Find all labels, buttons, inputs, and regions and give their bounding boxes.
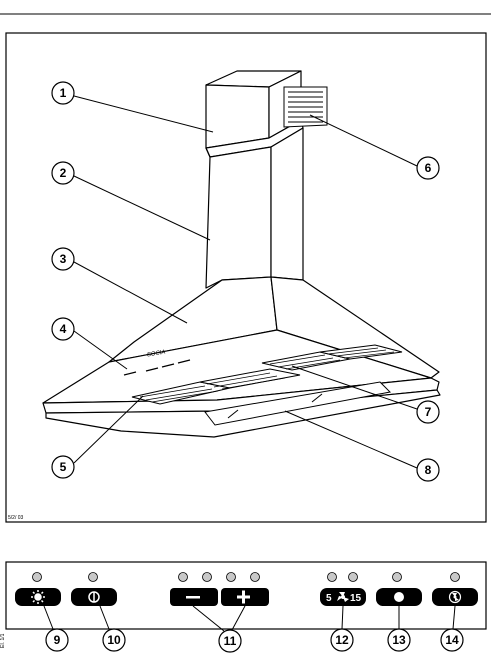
callout-4: 4 [52,318,74,340]
svg-text:5: 5 [326,593,332,604]
off-button[interactable] [71,588,117,606]
callout-2: 2 [52,162,74,184]
side-code: EI. 1/1 [0,633,6,648]
callout-14: 14 [441,629,463,651]
callout-6: 6 [417,157,439,179]
callout-12: 12 [331,629,353,651]
callout-13: 13 [388,629,410,651]
svg-text:13: 13 [392,633,406,647]
intensive-button[interactable] [432,588,478,606]
callout-9: 9 [46,629,68,651]
svg-text:5: 5 [60,460,67,474]
light-button[interactable] [15,588,61,606]
svg-text:1: 1 [60,86,67,100]
dot-icon [394,592,404,602]
minus-button[interactable] [170,588,218,606]
callout-1: 1 [52,82,74,104]
svg-text:7: 7 [425,405,432,419]
figure-code: 5/2/ 03 [8,515,24,521]
callout-7: 7 [417,401,439,423]
callout-8: 8 [417,459,439,481]
svg-text:3: 3 [60,252,67,266]
plus-button[interactable] [221,588,269,606]
air-outlet-grille [284,87,327,127]
minus-icon [186,596,200,599]
callout-3: 3 [52,248,74,270]
svg-text:10: 10 [107,633,121,647]
svg-text:2: 2 [60,166,67,180]
timer-button[interactable]: 5 15 [320,588,366,606]
button-leader-lines [44,606,455,631]
callout-10: 10 [103,629,125,651]
callout-11: 11 [219,630,241,652]
svg-text:8: 8 [425,463,432,477]
indicator-leds [33,573,460,582]
svg-text:6: 6 [425,161,432,175]
callout-5: 5 [52,456,74,478]
svg-text:9: 9 [54,633,61,647]
svg-text:4: 4 [60,322,67,336]
svg-text:15: 15 [350,593,362,604]
svg-text:11: 11 [224,634,237,648]
svg-text:12: 12 [335,633,349,647]
filter-button[interactable] [376,588,422,606]
svg-text:14: 14 [445,633,459,647]
